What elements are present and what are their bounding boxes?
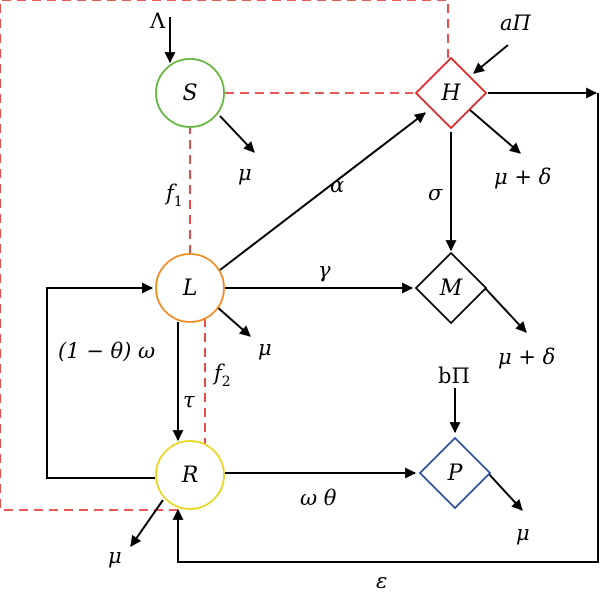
label-alpha: α <box>330 173 344 197</box>
node-s-shape <box>155 58 225 128</box>
arrow-s-to-mu <box>219 115 255 153</box>
label-gamma: γ <box>318 258 331 282</box>
label-f1-sub: 1 <box>174 194 183 210</box>
arrow-epsilon-return <box>172 93 599 563</box>
node-h-shape <box>414 56 488 130</box>
node-m: M <box>414 251 488 325</box>
node-s-label: S <box>182 81 197 106</box>
node-r-label: R <box>181 463 199 488</box>
node-l-shape <box>155 253 225 323</box>
arrow-p-to-mu <box>487 472 523 511</box>
label-b-pi: bΠ <box>438 364 470 388</box>
node-s: S <box>155 58 225 128</box>
node-p-shape <box>418 436 492 510</box>
node-p: P <box>418 436 492 510</box>
arrow-l-to-mu <box>215 305 251 337</box>
label-epsilon: ε <box>376 569 387 593</box>
dashed-outer-loop <box>0 0 449 511</box>
node-p-label: P <box>447 461 464 486</box>
label-mu-l: μ <box>258 336 272 360</box>
arrow-m-to-mu-delta <box>484 287 527 333</box>
node-r-shape <box>155 440 225 510</box>
node-l: L <box>155 253 225 323</box>
label-mu-s: μ <box>238 161 252 185</box>
arrow-h-to-mu-delta <box>469 109 521 154</box>
label-f1-main: f <box>164 181 177 205</box>
label-f2-sub: 2 <box>222 374 231 390</box>
node-r: R <box>155 440 225 510</box>
label-sigma: σ <box>428 181 443 205</box>
label-one-minus-theta-omega: (1 − θ) ω <box>58 339 155 363</box>
label-tau: τ <box>183 388 195 412</box>
node-l-label: L <box>182 276 198 301</box>
label-omega-theta: ω θ <box>300 486 337 510</box>
arrow-r-to-mu <box>130 499 164 547</box>
arrow-l-to-h <box>219 112 426 271</box>
arrow-apii-to-h <box>473 44 509 74</box>
label-mu-delta-m: μ + δ <box>498 345 555 369</box>
label-lambda: Λ <box>149 9 166 33</box>
node-h-label: H <box>440 81 461 106</box>
label-a-pi: aΠ <box>500 11 532 35</box>
label-mu-p: μ <box>516 521 530 545</box>
label-f2: f2 <box>212 361 231 390</box>
arrow-r-to-l-feedback <box>46 282 155 479</box>
node-m-shape <box>414 251 488 325</box>
label-f1: f1 <box>164 181 183 210</box>
node-h: H <box>414 56 488 130</box>
label-mu-r: μ <box>108 544 122 568</box>
label-f2-main: f <box>212 361 225 385</box>
node-m-label: M <box>439 276 463 301</box>
label-mu-delta-h: μ + δ <box>494 165 551 189</box>
